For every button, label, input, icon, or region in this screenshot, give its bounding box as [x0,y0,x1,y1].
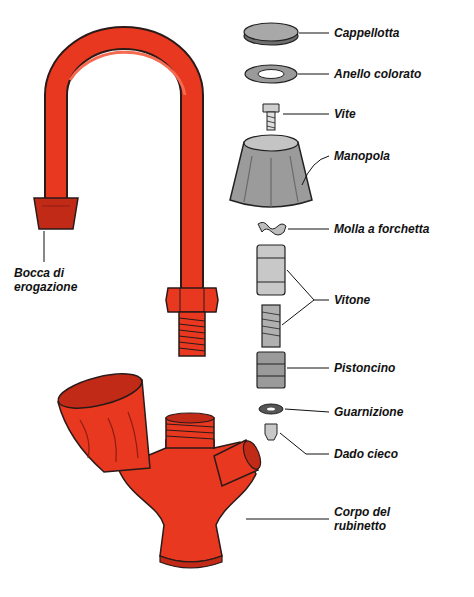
part-label: Guarnizione [334,405,403,419]
spout-highlight [70,52,185,95]
nut-edges [180,288,204,312]
part-label: Manopola [334,149,390,163]
part-label: Dado cieco [334,447,398,461]
leader-line [280,433,329,454]
part-label: Anello colorato [334,67,421,81]
cup-decoration [80,412,138,462]
leader-line [287,368,329,369]
cap-nut [265,424,277,440]
spout-tube [56,38,192,300]
part-label: Bocca di erogazione [14,266,98,294]
cup-rim [55,367,145,415]
neck-thread [166,424,214,439]
leader-line [287,270,329,300]
cap-top [244,23,298,41]
faucet-body [55,367,264,568]
stem-thread [262,312,280,336]
leader-line [246,519,329,520]
piston [257,352,285,388]
nozzle [34,198,78,229]
leader-line [44,231,45,262]
neck-opening [166,413,214,423]
ring-hole [258,70,284,79]
handle-parts [230,23,312,440]
knob-top [244,135,298,151]
spindle-upper [257,245,285,295]
part-label: Cappellotta [334,26,399,40]
part-label: Vite [334,107,356,121]
spout-thread [179,312,205,356]
screw-head [263,104,279,112]
washer-hole [267,407,275,410]
leader-lines [44,33,329,519]
spindle-stem [262,305,280,347]
screw-thread [267,116,275,128]
piston-bands [257,364,285,376]
thread-lines [179,318,205,351]
part-label: Molla a forchetta [334,222,429,236]
leader-line [282,300,314,325]
part-label: Vitone [334,293,370,307]
knob-ribs [244,156,298,208]
leader-line [283,114,329,115]
spout-outline [56,38,192,300]
leader-line [288,229,329,230]
nozzle-line [42,206,70,207]
colored-ring [245,65,297,83]
part-label: Corpo del rubinetto [334,505,424,533]
body-base [160,556,222,568]
fork-spring [258,222,286,235]
leader-line [299,33,329,34]
leader-line [285,409,329,412]
screw-shank [267,112,275,130]
spout [34,38,218,356]
leader-line [298,74,329,75]
spout-nut [166,288,218,312]
spindle-bands [257,258,285,282]
leader-line [302,156,329,185]
washer [259,404,283,414]
part-label: Pistoncino [334,361,395,375]
outlet-hole [240,438,264,471]
